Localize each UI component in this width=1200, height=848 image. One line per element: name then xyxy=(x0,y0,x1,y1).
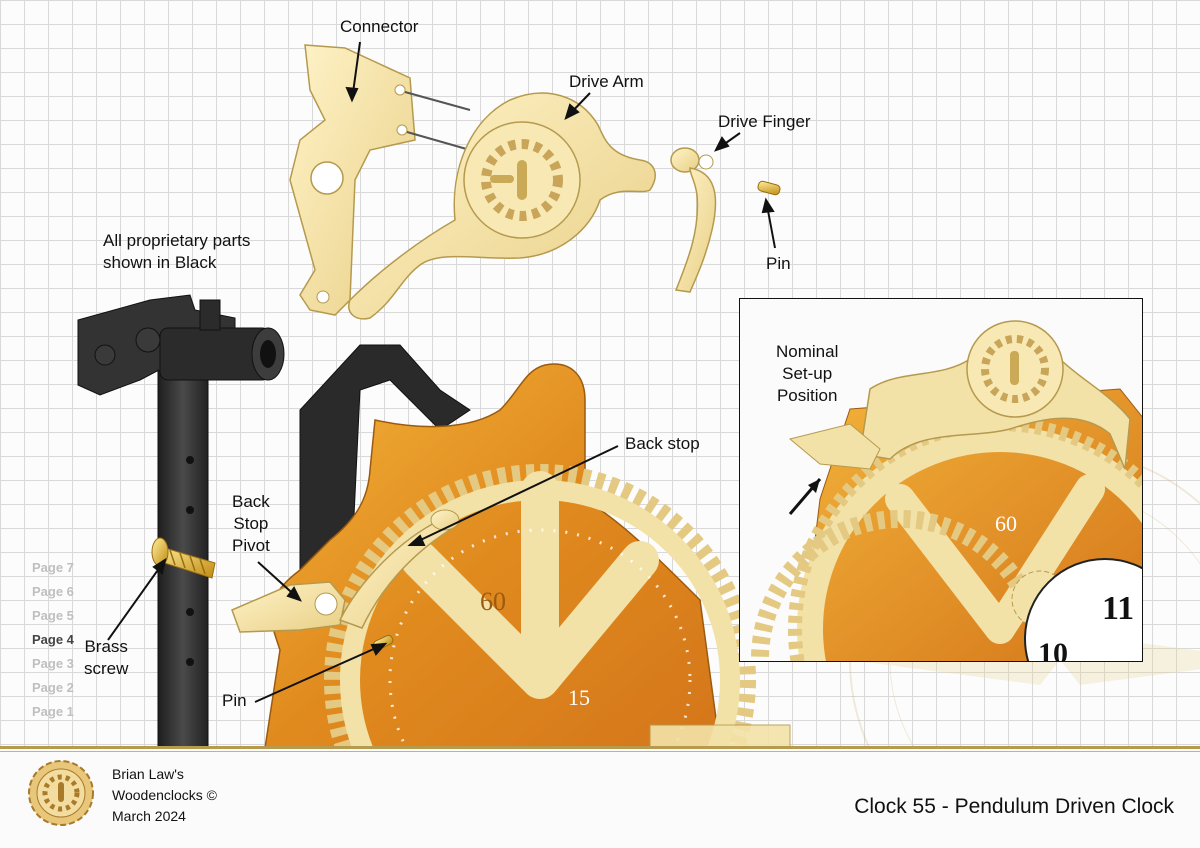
wooden-gear-logo-icon xyxy=(28,760,94,826)
drive-finger-part xyxy=(670,147,717,293)
dial-number-60: 60 xyxy=(480,587,506,616)
inset-illustration: 11 10 60 xyxy=(740,299,1142,662)
page-link-4[interactable]: Page 4 xyxy=(32,632,74,647)
back-stop-label: Back stop xyxy=(625,434,700,453)
nominal-setup-label: Nominal Set-up Position xyxy=(776,342,839,405)
author-credit: Brian Law's Woodenclocks © March 2024 xyxy=(112,766,217,824)
drive-finger-label: Drive Finger xyxy=(718,112,811,131)
inset-dial-60: 60 xyxy=(995,511,1017,536)
inset-detail-view: 11 10 60 Nominal Set-up Position xyxy=(739,298,1143,662)
pin-top-label: Pin xyxy=(766,254,791,273)
brass-screw-part xyxy=(151,537,216,579)
large-gear: 60 15 xyxy=(324,464,756,748)
page-link-7[interactable]: Page 7 xyxy=(32,560,74,575)
inset-dial-10: 10 xyxy=(1038,637,1068,662)
clock-assembly-illustration: 60 15 xyxy=(77,41,1200,748)
document-title: Clock 55 - Pendulum Driven Clock xyxy=(854,795,1174,818)
page-link-5[interactable]: Page 5 xyxy=(32,608,74,623)
brass-screw-label: Brass screw xyxy=(84,637,129,678)
proprietary-parts-label: All proprietary parts shown in Black xyxy=(103,231,251,272)
back-stop-pivot-part xyxy=(231,509,460,633)
footer-divider-thin xyxy=(0,751,1200,752)
back-stop-pivot-label: Back Stop Pivot xyxy=(232,492,270,555)
small-gears xyxy=(649,724,791,748)
dial-number-15: 15 xyxy=(568,685,590,710)
page-navigation: Page 7 Page 6 Page 5 Page 4 Page 3 Page … xyxy=(32,556,74,724)
page-link-6[interactable]: Page 6 xyxy=(32,584,74,599)
page-link-1[interactable]: Page 1 xyxy=(32,704,74,719)
drive-arm-label: Drive Arm xyxy=(569,72,644,91)
connector-label: Connector xyxy=(340,17,419,36)
pin-bottom-label: Pin xyxy=(222,691,247,710)
inset-dial-11: 11 xyxy=(1102,590,1134,627)
page-link-3[interactable]: Page 3 xyxy=(32,656,74,671)
page-link-2[interactable]: Page 2 xyxy=(32,680,74,695)
drive-arm-part xyxy=(348,92,656,320)
leader-lines xyxy=(107,41,776,703)
pin-top-part xyxy=(757,180,781,196)
footer-divider xyxy=(0,746,1200,749)
connector-part xyxy=(289,44,471,316)
